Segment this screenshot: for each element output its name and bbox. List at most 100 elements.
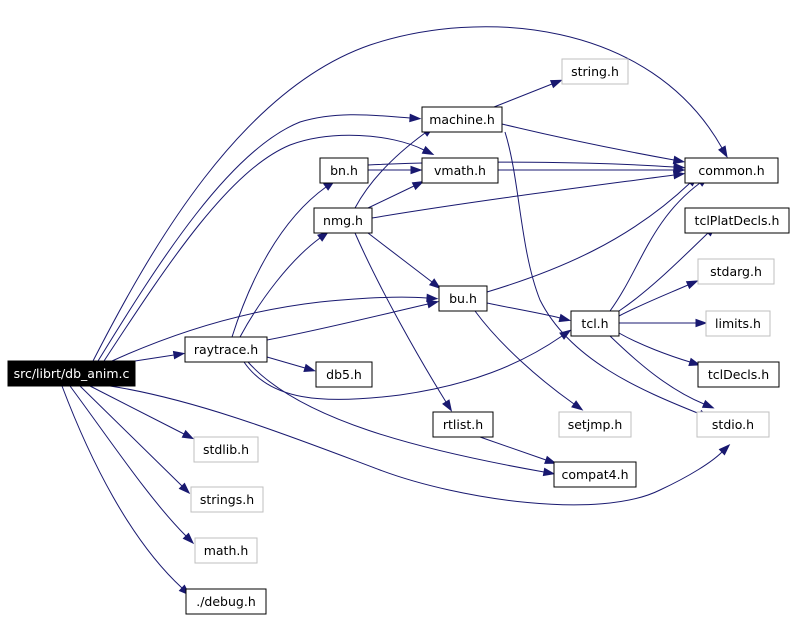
edge-arrowhead xyxy=(409,113,422,123)
edge-nmg-to-bu xyxy=(367,232,442,290)
edge-raytrace-to-nmg xyxy=(239,231,330,338)
edge-arrowhead xyxy=(317,231,330,242)
node-debug[interactable]: ./debug.h xyxy=(185,588,267,615)
node-tclDecls[interactable]: tclDecls.h xyxy=(697,361,780,388)
node-label: common.h xyxy=(698,163,764,178)
node-db5[interactable]: db5.h xyxy=(315,361,373,388)
node-box xyxy=(319,157,369,184)
node-label: string.h xyxy=(571,64,619,79)
node-label: db5.h xyxy=(326,367,362,382)
node-box xyxy=(705,310,771,337)
edge-line xyxy=(618,232,709,312)
node-box xyxy=(315,361,373,388)
edge-line xyxy=(69,385,187,537)
edge-tcl-to-common xyxy=(609,176,710,312)
node-strings: strings.h xyxy=(190,486,264,513)
node-compat4[interactable]: compat4.h xyxy=(553,461,637,488)
node-label: stdlib.h xyxy=(203,442,249,457)
node-box xyxy=(7,360,136,387)
node-box xyxy=(193,436,259,463)
node-label: limits.h xyxy=(715,316,761,331)
edge-line xyxy=(486,182,691,293)
edge-db_anim-to-machine xyxy=(97,113,422,362)
node-label: stdio.h xyxy=(712,417,754,432)
node-label: vmath.h xyxy=(434,163,486,178)
edge-arrowhead xyxy=(558,313,572,323)
edge-tcl-to-tclDecls xyxy=(618,332,701,366)
edge-tcl-to-stdarg xyxy=(618,280,699,317)
edge-db_anim-to-common xyxy=(92,26,728,362)
node-label: tcl.h xyxy=(581,316,608,331)
node-bn[interactable]: bn.h xyxy=(319,157,369,184)
node-label: compat4.h xyxy=(561,467,628,482)
node-rtlist[interactable]: rtlist.h xyxy=(432,411,494,438)
edge-line xyxy=(134,354,175,362)
edge-arrowhead xyxy=(544,455,557,464)
edge-line xyxy=(97,114,411,362)
node-box xyxy=(438,285,488,312)
edge-nmg-to-common xyxy=(371,170,686,219)
node-box xyxy=(184,336,268,363)
node-stdio: stdio.h xyxy=(696,411,770,438)
edge-db_anim-to-debug xyxy=(61,385,191,596)
node-box xyxy=(696,411,770,438)
node-box xyxy=(194,537,258,564)
edge-line xyxy=(266,356,306,369)
node-nmg[interactable]: nmg.h xyxy=(313,207,373,234)
node-db_anim[interactable]: src/librt/db_anim.c xyxy=(7,360,136,387)
node-box xyxy=(432,411,494,438)
edge-raytrace-to-compat4 xyxy=(247,361,556,477)
node-label: nmg.h xyxy=(323,213,363,228)
edge-line xyxy=(618,332,691,363)
edge-arrowhead xyxy=(172,350,186,360)
edge-line xyxy=(266,303,429,341)
edge-arrowhead xyxy=(571,400,584,411)
edge-line xyxy=(474,310,575,405)
edge-arrowhead xyxy=(542,467,556,477)
edge-db_anim-to-stdlib xyxy=(89,385,195,440)
node-box xyxy=(570,310,620,337)
edge-arrowhead xyxy=(672,155,686,165)
edge-arrowhead xyxy=(426,293,439,303)
node-vmath[interactable]: vmath.h xyxy=(421,157,499,184)
node-box xyxy=(553,461,637,488)
node-bu[interactable]: bu.h xyxy=(438,285,488,312)
edge-line xyxy=(367,161,675,168)
edge-tcl-to-stdio xyxy=(609,335,715,409)
edge-line xyxy=(243,335,563,400)
edge-arrowhead xyxy=(685,280,699,290)
node-math: math.h xyxy=(194,537,258,564)
edge-line xyxy=(111,296,428,362)
edge-line xyxy=(231,186,327,338)
node-box xyxy=(185,588,267,615)
node-label: bn.h xyxy=(330,163,358,178)
node-machine[interactable]: machine.h xyxy=(421,106,503,133)
edge-line xyxy=(501,123,675,161)
node-box xyxy=(697,361,780,388)
edge-arrowhead xyxy=(428,278,442,290)
node-label: bu.h xyxy=(449,291,477,306)
node-raytrace[interactable]: raytrace.h xyxy=(184,336,268,363)
node-box xyxy=(313,207,373,234)
edge-arrowhead xyxy=(672,170,686,180)
node-tclPlatDecls[interactable]: tclPlatDecls.h xyxy=(684,207,790,234)
edge-arrowhead xyxy=(181,429,195,440)
node-common[interactable]: common.h xyxy=(684,157,779,184)
edge-line xyxy=(61,385,183,589)
nodes-layer: src/librt/db_anim.c raytrace.h machine.h st… xyxy=(7,58,790,615)
node-stdarg: stdarg.h xyxy=(697,258,775,285)
edge-arrowhead xyxy=(442,399,453,412)
edge-line xyxy=(504,131,701,415)
edge-arrowhead xyxy=(182,532,195,545)
edge-line xyxy=(89,385,185,435)
edge-line xyxy=(354,232,447,403)
node-label: strings.h xyxy=(200,492,254,507)
node-stdlib: stdlib.h xyxy=(193,436,259,463)
edge-bu-to-setjmp xyxy=(474,310,584,411)
edge-line xyxy=(493,83,553,108)
edge-line xyxy=(479,436,547,461)
edge-bu-to-tcl xyxy=(486,302,572,323)
edge-machine-to-common xyxy=(501,123,686,165)
node-tcl[interactable]: tcl.h xyxy=(570,310,620,337)
